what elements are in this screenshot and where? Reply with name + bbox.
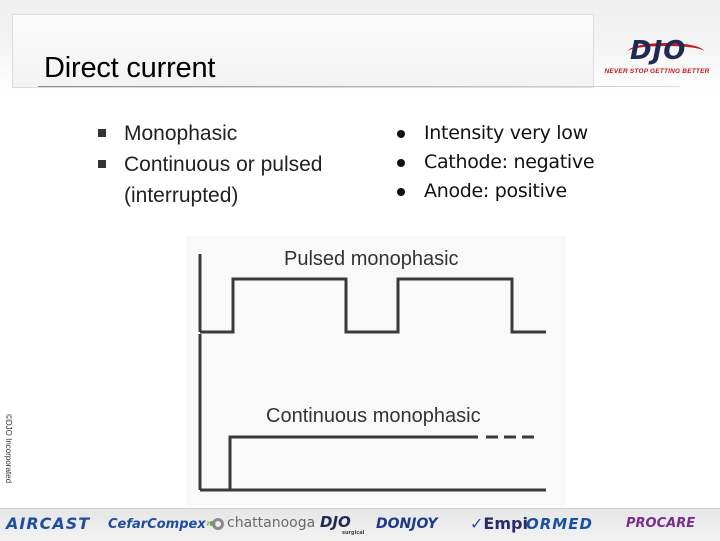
- aircast-logo: AIRCAST: [6, 514, 91, 533]
- djo-surgical-logo-sub: surgical: [342, 530, 365, 536]
- djo-surgical-logo-word: DJO: [320, 513, 351, 531]
- bullet-text: Continuous or pulsed: [124, 153, 323, 176]
- djo-surgical-logo: DJO surgical: [320, 513, 364, 536]
- round-bullet-icon: [397, 188, 405, 196]
- list-item: Anode: positive: [392, 177, 692, 206]
- chattanooga-ring-icon: [212, 518, 224, 530]
- waveform-diagram: Pulsed monophasic Continuous monophasic: [198, 248, 546, 492]
- copyright-text: ©DJO Incorporated: [4, 414, 13, 484]
- bullet-list-right: Intensity very low Cathode: negative Ano…: [392, 119, 692, 206]
- bullet-list-left: Monophasic Continuous or pulsed (interru…: [98, 118, 378, 211]
- pulsed-waveform: [200, 277, 546, 334]
- continuous-label: Continuous monophasic: [266, 405, 481, 427]
- cefarcompex-logo: CefarCompex❧: [108, 517, 217, 532]
- square-bullet-icon: [98, 129, 106, 137]
- empi-logo: ✓Empi: [470, 514, 528, 533]
- bullet-text: Cathode: negative: [424, 151, 595, 173]
- pulsed-label: Pulsed monophasic: [284, 248, 459, 270]
- procare-logo: PROCARE: [626, 516, 696, 531]
- list-item: Intensity very low: [392, 119, 692, 148]
- cefarcompex-logo-text: CefarCompex: [108, 517, 206, 532]
- waveform-figure: Pulsed monophasic Continuous monophasic: [186, 236, 566, 506]
- ormed-logo: ORMED: [526, 515, 593, 533]
- empi-check-icon: ✓: [470, 514, 484, 533]
- slide-title: Direct current: [44, 52, 216, 84]
- djo-swoosh-icon: [628, 43, 704, 60]
- title-panel: [12, 14, 594, 88]
- bullet-text: Intensity very low: [424, 122, 588, 144]
- list-item: Cathode: negative: [392, 148, 692, 177]
- round-bullet-icon: [397, 159, 405, 167]
- bullet-text-continued: (interrupted): [124, 184, 239, 207]
- list-item: Monophasic: [98, 118, 378, 149]
- bullet-text: Anode: positive: [424, 180, 567, 202]
- chattanooga-logo: chattanooga: [212, 515, 315, 531]
- bullet-text: Monophasic: [124, 122, 238, 145]
- empi-logo-text: Empi: [483, 514, 528, 533]
- djo-logo-tagline: NEVER STOP GETTING BETTER: [604, 68, 710, 75]
- square-bullet-icon: [98, 160, 106, 168]
- footer-brand-bar: AIRCAST CefarCompex❧ chattanooga DJO sur…: [0, 508, 720, 541]
- chattanooga-logo-text: chattanooga: [227, 515, 316, 531]
- list-item: Continuous or pulsed (interrupted): [98, 149, 378, 211]
- djo-logo-word: DJO: [630, 36, 687, 66]
- title-divider: [38, 86, 680, 87]
- round-bullet-icon: [397, 130, 405, 138]
- leaf-icon: ❧: [205, 517, 217, 532]
- donjoy-logo: DONJOY: [376, 516, 438, 532]
- continuous-waveform: [228, 435, 478, 490]
- djo-logo: DJO NEVER STOP GETTING BETTER: [600, 34, 710, 82]
